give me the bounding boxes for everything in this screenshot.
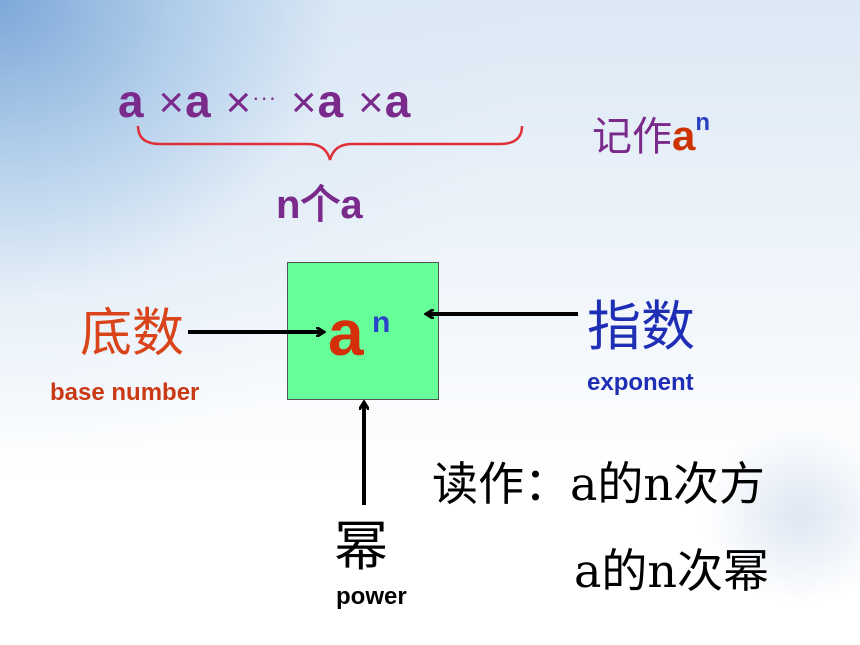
reading-line-2: a的n次幂 [574, 544, 770, 598]
underbrace [136, 125, 524, 161]
times-sign-2: × [225, 78, 253, 127]
ellipsis: ··· [252, 85, 278, 110]
times-sign-4: × [358, 78, 385, 127]
factor-count-label: n个a [276, 183, 363, 227]
power-base: a [328, 297, 364, 369]
power-label-zh: 幂 [334, 515, 388, 578]
exponent-label-zh: 指数 [587, 295, 695, 358]
notation-text: 记作 [592, 115, 672, 159]
factor-2: a [185, 75, 212, 127]
power-exponent: n [372, 306, 391, 339]
exponent-label-en: exponent [587, 369, 694, 396]
reading-line-1: 读作：a的n次方 [432, 457, 766, 511]
power-box [287, 262, 439, 400]
power-label-en: power [336, 583, 407, 610]
notation-label: 记作an [592, 104, 710, 162]
base-label-en: base number [50, 379, 200, 406]
notation-exponent: n [695, 109, 711, 136]
notation-base: a [672, 112, 696, 159]
base-label-zh: 底数 [80, 304, 185, 364]
background-shine [700, 425, 860, 605]
factor-1: a [118, 75, 145, 127]
factor-4: a [384, 75, 412, 127]
repeated-product: a ×a ×··· ×a ×a [118, 74, 411, 128]
factor-3: a [317, 75, 345, 127]
times-sign-1: × [158, 78, 186, 127]
times-sign-3: × [290, 78, 318, 127]
